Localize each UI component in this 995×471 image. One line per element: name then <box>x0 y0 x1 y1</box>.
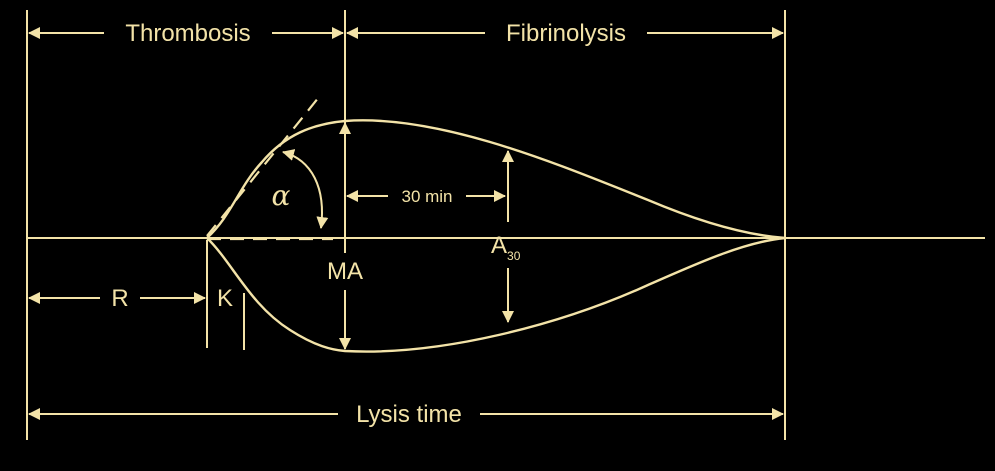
teg-lower-trace <box>206 236 786 353</box>
ma-label: MA <box>327 258 363 285</box>
alpha-tangent-dashed-line <box>206 96 320 237</box>
k-label: K <box>217 285 233 312</box>
alpha-angle-arc <box>282 149 329 229</box>
a30-subscript: 30 <box>507 249 521 263</box>
alpha-label: α <box>272 179 291 212</box>
thrombosis-label: Thrombosis <box>125 20 250 47</box>
r-label: R <box>111 285 128 312</box>
a30-label: A30 <box>491 232 521 263</box>
fibrinolysis-label: Fibrinolysis <box>506 20 626 47</box>
a30-main-text: A <box>491 232 507 259</box>
lysis-time-label: Lysis time <box>356 401 462 428</box>
thirty-min-label: 30 min <box>401 187 452 206</box>
teg-upper-trace <box>206 119 786 240</box>
